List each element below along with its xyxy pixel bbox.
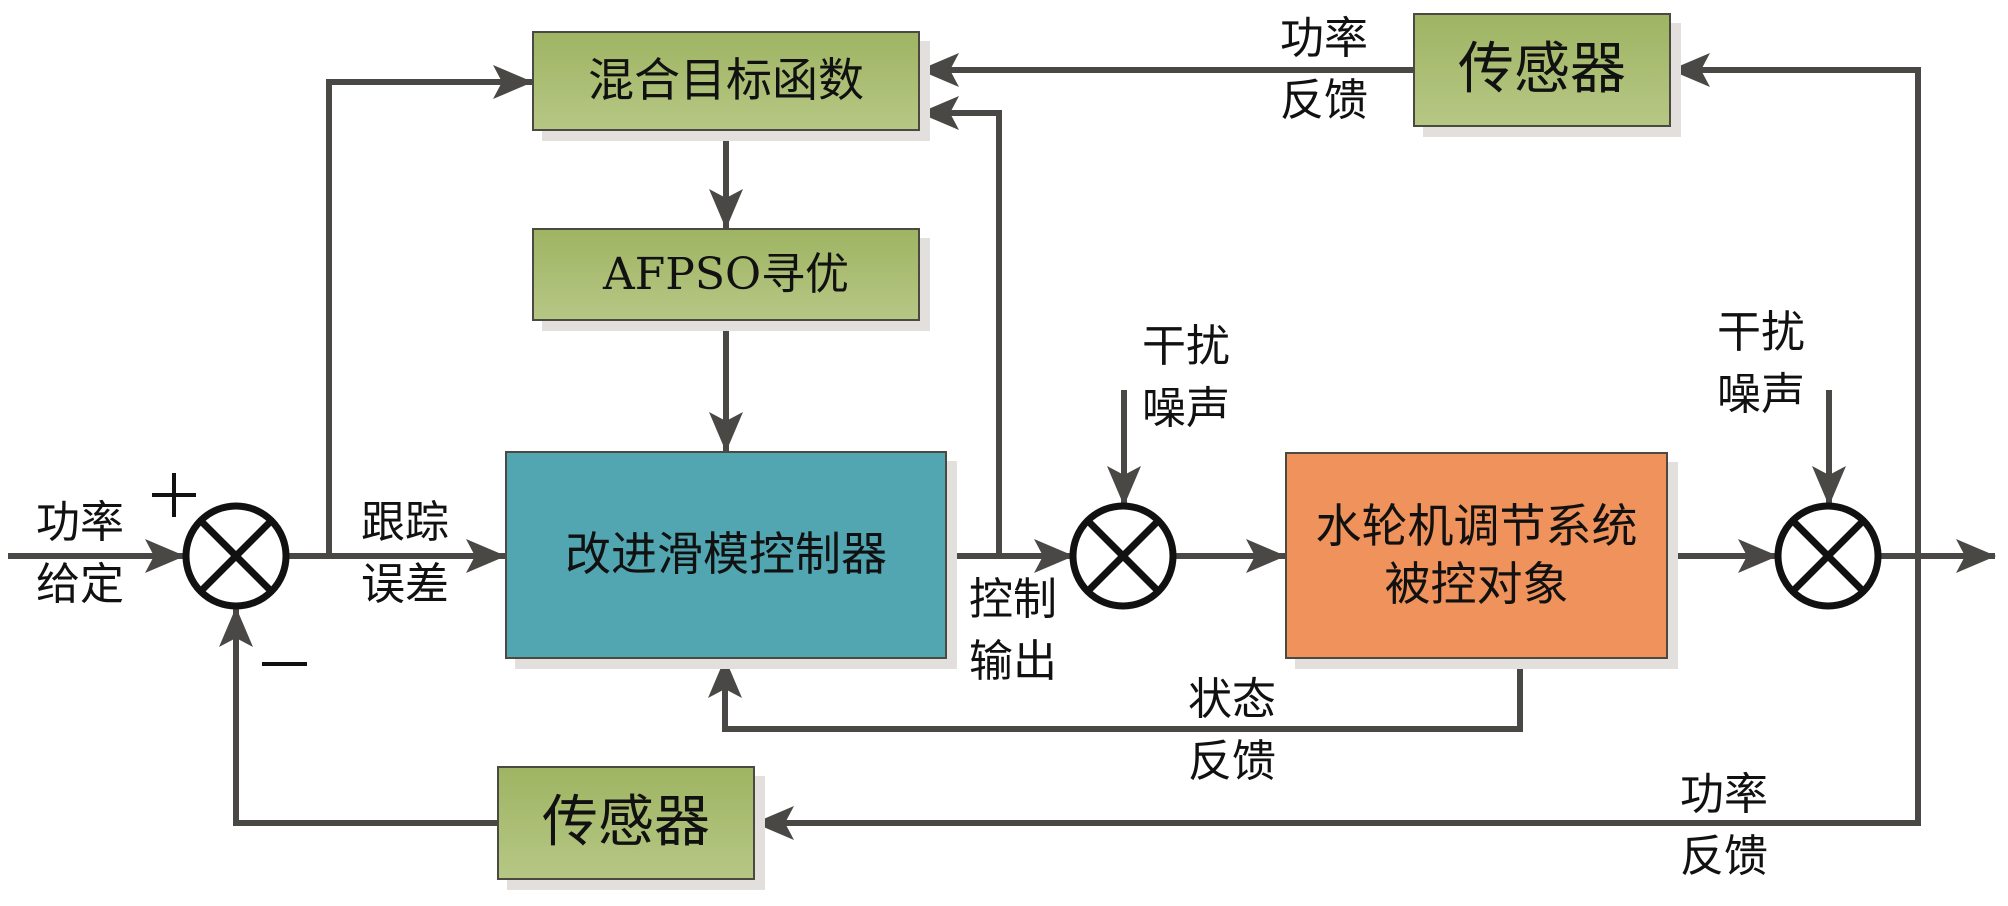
summing-junction-1 bbox=[182, 502, 290, 610]
plant-label-line2: 被控对象 bbox=[1384, 556, 1569, 611]
top-sensor-block: 传感器 bbox=[1413, 13, 1671, 127]
power-setpoint-label: 功率 给定 bbox=[36, 497, 124, 610]
controller-label: 改进滑模控制器 bbox=[565, 527, 887, 582]
bottom-sensor-to-j1-arrow bbox=[219, 607, 497, 826]
plant-block: 水轮机调节系统 被控对象 bbox=[1285, 452, 1668, 659]
control-to-objective-arrow bbox=[919, 96, 1002, 556]
bottom-sensor-label: 传感器 bbox=[542, 790, 710, 855]
afpso-label: AFPSO寻优 bbox=[602, 249, 850, 300]
plant-label-line1: 水轮机调节系统 bbox=[1315, 499, 1638, 553]
top-sensor-label: 传感器 bbox=[1458, 37, 1626, 102]
disturbance-2-label: 干扰 噪声 bbox=[1717, 307, 1805, 420]
disturbance-1-label: 干扰 噪声 bbox=[1142, 321, 1230, 434]
summing-junction-2 bbox=[1069, 502, 1177, 610]
controller-block: 改进滑模控制器 bbox=[505, 451, 947, 659]
afpso-block: AFPSO寻优 bbox=[532, 228, 920, 321]
bottom-sensor-block: 传感器 bbox=[497, 766, 755, 880]
output-to-top-sensor-arrow bbox=[1670, 53, 1921, 556]
control-output-label: 控制 输出 bbox=[969, 574, 1057, 687]
error-to-objective-arrow bbox=[326, 65, 533, 556]
state-feedback-arrow bbox=[708, 658, 1523, 732]
hybrid-objective-label: 混合目标函数 bbox=[588, 53, 864, 108]
state-feedback-label: 状态 反馈 bbox=[1188, 674, 1276, 787]
power-feedback-bottom-label: 功率 反馈 bbox=[1680, 769, 1768, 882]
power-feedback-top-label: 功率 反馈 bbox=[1280, 13, 1368, 126]
output-to-bottom-sensor-arrow bbox=[754, 556, 1921, 840]
hybrid-objective-block: 混合目标函数 bbox=[532, 31, 920, 131]
tracking-error-label: 跟踪 误差 bbox=[361, 497, 449, 610]
summing-junction-3 bbox=[1774, 502, 1882, 610]
